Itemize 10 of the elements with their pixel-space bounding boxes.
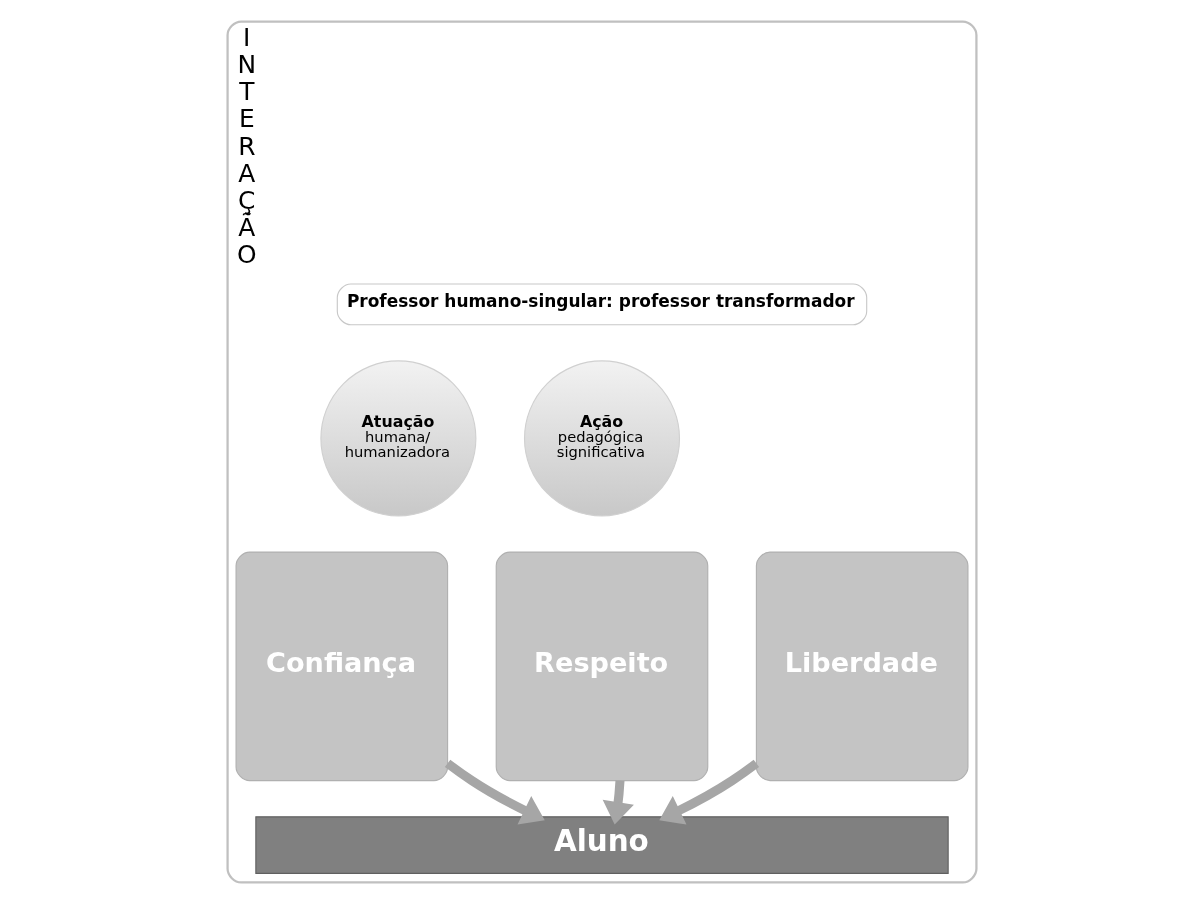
arrow [602, 780, 634, 825]
arrow [659, 759, 760, 825]
node-circle: Atuação humana/ humanizadora [320, 360, 477, 517]
node-box: Aluno [255, 816, 949, 874]
node-box: Respeito [495, 551, 709, 782]
arrow [444, 759, 545, 825]
node-box: Confiança [235, 551, 449, 782]
node-circle: Ação pedagógica significativa [523, 360, 681, 517]
node-box: Liberdade [755, 551, 969, 782]
node-box: Professor humano-singular: professor transformador [336, 283, 868, 326]
